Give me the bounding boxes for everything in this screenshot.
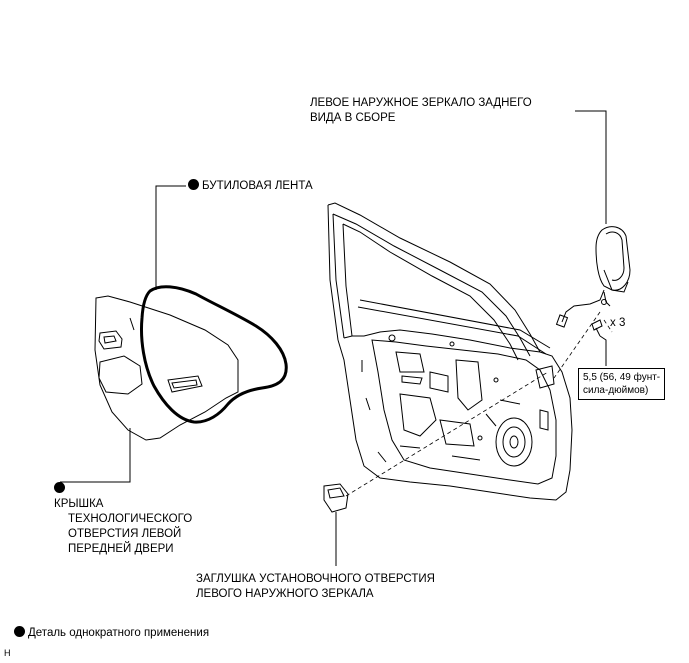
- mirror-mounting-bolt: [591, 319, 603, 337]
- plug-label-line1: ЗАГЛУШКА УСТАНОВОЧНОГО ОТВЕРСТИЯ: [196, 573, 435, 585]
- cover-label-line1-text: КРЫШКА: [54, 498, 104, 510]
- leader-lines: [60, 110, 607, 566]
- cover-label-line1: КРЫШКА: [54, 482, 192, 512]
- mirror-hole-plug: [323, 483, 349, 513]
- plug-label-line2: ЛЕВОГО НАРУЖНОГО ЗЕРКАЛА: [196, 588, 374, 600]
- mirror-label-line1: ЛЕВОЕ НАРУЖНОЕ ЗЕРКАЛО ЗАДНЕГО: [310, 97, 532, 109]
- cover-label-line3: ОТВЕРСТИЯ ЛЕВОЙ: [68, 528, 182, 540]
- torque-line2: сила-дюймов): [583, 385, 649, 396]
- service-hole-cover-label: КРЫШКА ТЕХНОЛОГИЧЕСКОГО ОТВЕРСТИЯ ЛЕВОЙ …: [54, 482, 192, 557]
- butyl-tape-slot: [167, 375, 203, 393]
- butyl-tape-label: БУТИЛОВАЯ ЛЕНТА: [188, 179, 313, 194]
- mirror-assembly-label: ЛЕВОЕ НАРУЖНОЕ ЗЕРКАЛО ЗАДНЕГО ВИДА В СБ…: [310, 96, 532, 126]
- butyl-tape-text: БУТИЛОВАЯ ЛЕНТА: [202, 180, 313, 192]
- single-use-dot-icon: [14, 626, 25, 637]
- corner-code: H: [4, 648, 11, 658]
- service-hole-cover: [94, 295, 239, 441]
- cover-label-line2: ТЕХНОЛОГИЧЕСКОГО: [68, 513, 193, 525]
- bolt-quantity-label: x 3: [610, 317, 626, 329]
- torque-line1: 5,5 (56, 49 фунт-: [583, 372, 661, 383]
- butyl-tape-outline: [140, 285, 288, 424]
- assembly-guide-lines: [345, 311, 613, 497]
- hole-plug-label: ЗАГЛУШКА УСТАНОВОЧНОГО ОТВЕРСТИЯ ЛЕВОГО …: [196, 572, 435, 602]
- mirror-assembly: [555, 226, 631, 328]
- mirror-label-line2: ВИДА В СБОРЕ: [310, 112, 396, 124]
- legend-text: Деталь однократного применения: [28, 627, 210, 639]
- single-use-dot-icon: [188, 179, 199, 190]
- cover-label-line4: ПЕРЕДНЕЙ ДВЕРИ: [68, 543, 174, 555]
- torque-spec-box: 5,5 (56, 49 фунт- сила-дюймов): [578, 368, 666, 400]
- single-use-dot-icon: [54, 482, 65, 493]
- front-door-panel: [327, 202, 573, 501]
- single-use-legend: Деталь однократного применения: [14, 626, 209, 641]
